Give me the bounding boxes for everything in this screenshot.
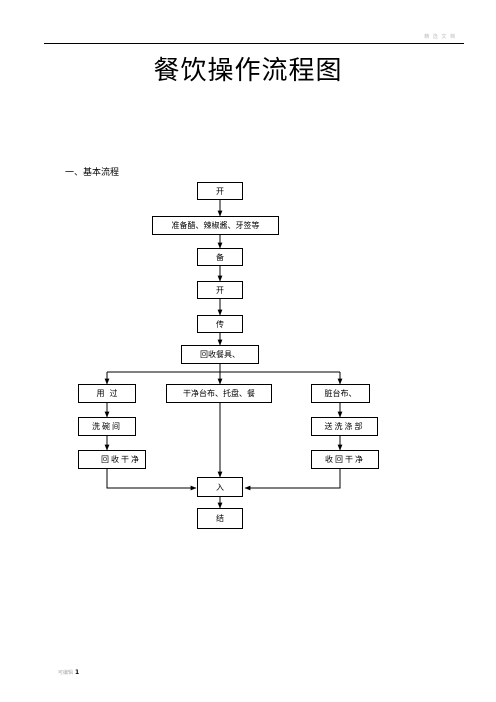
header-watermark: 精 选 文 档: [424, 34, 456, 40]
node-n12: 回收干净: [78, 450, 146, 469]
node-n5: 传: [197, 315, 243, 333]
node-n4: 开: [197, 281, 243, 299]
page-number: 1: [75, 669, 80, 676]
arrow-n13-n14: [244, 469, 341, 491]
node-n13: 收回干净: [311, 450, 379, 469]
node-n10: 洗碗间: [78, 417, 136, 436]
node-n11: 送洗涤部: [311, 417, 378, 436]
node-n7: 用 过: [78, 384, 136, 403]
node-n8: 干净台布、托盘、餐: [166, 384, 272, 403]
header-rule: [44, 43, 464, 44]
arrow-n12-n14: [106, 469, 197, 491]
node-n3: 备: [197, 248, 243, 266]
node-n14: 入: [197, 477, 243, 497]
footer-label: 可编辑: [58, 670, 74, 676]
node-n1: 开: [197, 182, 243, 200]
node-n15: 结: [197, 508, 243, 529]
section-heading: 一、基本流程: [65, 168, 120, 178]
page-title: 餐饮操作流程图: [153, 56, 343, 86]
node-n2: 准备醋、辣椒酱、牙签等: [152, 216, 279, 235]
node-n6: 回收餐具、: [181, 345, 259, 364]
node-n9: 脏台布、: [311, 384, 370, 403]
